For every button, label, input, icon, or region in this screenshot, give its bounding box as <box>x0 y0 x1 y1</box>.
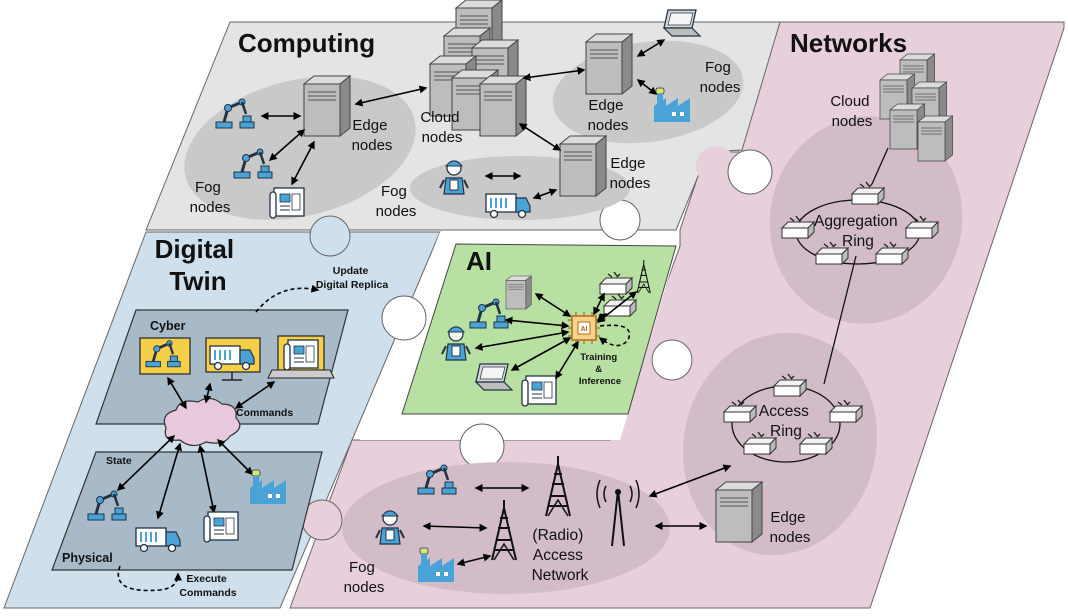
computing-cloud-label: Cloud nodes <box>420 109 463 146</box>
networks-cloud-label: Cloud nodes <box>830 93 873 130</box>
computing-title: Computing <box>238 28 375 58</box>
ai-title: AI <box>466 246 492 276</box>
digital-twin-title: Digital Twin <box>155 234 242 296</box>
computing-fog-left-label: Fog nodes <box>190 179 231 216</box>
update-label: Update Digital Replica <box>316 265 389 291</box>
puzzle-knobs <box>301 146 773 541</box>
computing-fog-top-right-label: Fog nodes <box>700 59 741 96</box>
cyber-robot-screen <box>139 337 191 375</box>
ai-arrows <box>474 291 638 380</box>
computing-fog-center-label: Fog nodes <box>376 183 417 220</box>
edge-server-icon <box>303 75 351 137</box>
ai-server-icon <box>505 275 532 310</box>
edge-server-icon <box>585 33 633 95</box>
radio-antenna-icon <box>596 479 640 547</box>
digital-twin-arrows <box>116 376 276 520</box>
blueprint-icon <box>521 375 557 407</box>
cyber-truck-screen <box>205 337 261 381</box>
ai-chip-icon: AI <box>568 312 600 344</box>
networks-title: Networks <box>790 28 907 58</box>
state-label: State <box>106 455 132 467</box>
svg-text:AI: AI <box>581 326 588 333</box>
computing-edge-center-label: Edge nodes <box>610 155 651 192</box>
execute-label: Execute Commands <box>179 573 236 599</box>
aggregation-ring-label: Aggregation Ring <box>814 213 902 250</box>
computing-arrows <box>260 39 666 200</box>
physical-label: Physical <box>62 551 113 565</box>
cyber-laptop-screen <box>267 335 335 379</box>
ran-label: (Radio) Access Network <box>532 527 589 584</box>
access-ring-label: Access Ring <box>759 403 813 440</box>
execute-arrow <box>117 565 182 592</box>
edge-server-icon <box>559 135 607 197</box>
computing-edge-left-label: Edge nodes <box>352 117 393 154</box>
ran-arrows <box>422 464 732 567</box>
cyber-label: Cyber <box>150 319 186 333</box>
networks-fog-label: Fog nodes <box>344 559 385 596</box>
blueprint-icon <box>269 187 305 219</box>
commands-label: Commands <box>236 407 293 419</box>
computing-edge-top-right-label: Edge nodes <box>588 97 629 134</box>
networks-edge-label: Edge nodes <box>770 509 811 546</box>
aggregation-ellipse <box>769 116 963 324</box>
training-inference-label: Training & Inference <box>579 352 621 387</box>
network-edge-server-icon <box>715 481 763 543</box>
blueprint-icon <box>203 511 239 543</box>
